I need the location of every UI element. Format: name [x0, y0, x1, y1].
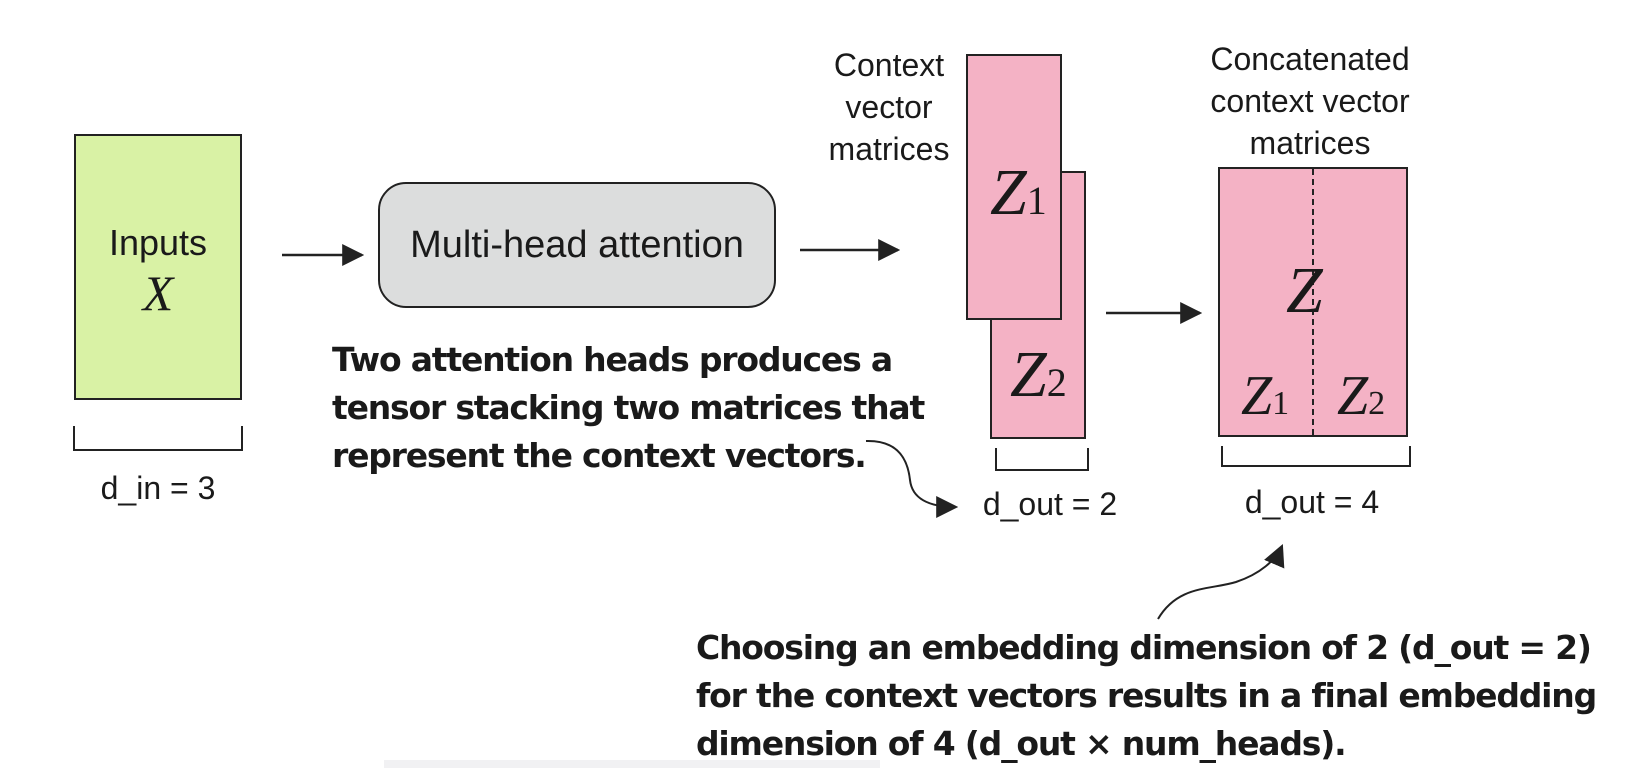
z1-symbol: Z1 [990, 160, 1047, 226]
pointer-embedding-note [1157, 543, 1285, 620]
concat-z1-symbol: Z1 [1241, 368, 1289, 424]
annotation-line: Two attention heads produces a [332, 340, 893, 379]
multi-head-attention-label: Multi-head attention [410, 223, 744, 266]
concatenated-title-line: Concatenated [1210, 41, 1410, 77]
context-title-line: vector [845, 89, 933, 125]
pointer-heads-note [865, 439, 959, 518]
embedding-dimension-annotation: Choosing an embedding dimension of 2 (d_… [696, 624, 1626, 768]
context-title-line: Context [833, 47, 945, 83]
d-out-2-label: d_out = 2 [982, 486, 1118, 522]
concat-z1-base: Z [1241, 365, 1273, 427]
d-out-4-label: d_out = 4 [1244, 484, 1380, 520]
inputs-box [74, 134, 242, 400]
z-symbol: Z [1286, 254, 1323, 327]
annotation-line: represent the context vectors. [332, 436, 867, 475]
inputs-label: Inputs [108, 222, 208, 263]
context-matrix-z1 [966, 54, 1062, 320]
annotation-line: for the context vectors results in a fin… [696, 676, 1597, 715]
z1-subscript: 1 [1026, 178, 1047, 223]
d-in-label: d_in = 3 [100, 470, 216, 506]
concatenated-divider [1312, 169, 1314, 435]
z2-base: Z [1010, 338, 1047, 411]
concat-z1-subscript: 1 [1272, 385, 1290, 422]
bracket-d-out-2 [995, 448, 1089, 471]
z2-subscript: 2 [1046, 360, 1067, 405]
annotation-line: dimension of 4 (d_out × num_heads). [696, 724, 1347, 763]
z2-symbol: Z2 [1010, 342, 1067, 408]
concatenated-matrices-title: Concatenated context vector matrices [1184, 38, 1436, 164]
bracket-d-out-4 [1221, 446, 1411, 467]
scroll-shadow [384, 760, 880, 768]
z1-base: Z [990, 156, 1027, 229]
concatenated-title-line: context vector [1210, 83, 1410, 119]
annotation-line: tensor stacking two matrices that [332, 388, 925, 427]
multi-head-attention-box: Multi-head attention [378, 182, 776, 308]
concat-z2-base: Z [1337, 365, 1369, 427]
inputs-variable: X [142, 265, 174, 321]
context-vector-matrices-title: Context vector matrices [806, 44, 972, 170]
annotation-line: Choosing an embedding dimension of 2 (d_… [696, 628, 1592, 667]
concat-z2-subscript: 2 [1368, 385, 1386, 422]
concatenated-title-line: matrices [1249, 125, 1371, 161]
context-title-line: matrices [828, 131, 950, 167]
concat-z2-symbol: Z2 [1337, 368, 1385, 424]
attention-heads-annotation: Two attention heads produces a tensor st… [332, 336, 952, 480]
bracket-d-in [73, 426, 243, 451]
